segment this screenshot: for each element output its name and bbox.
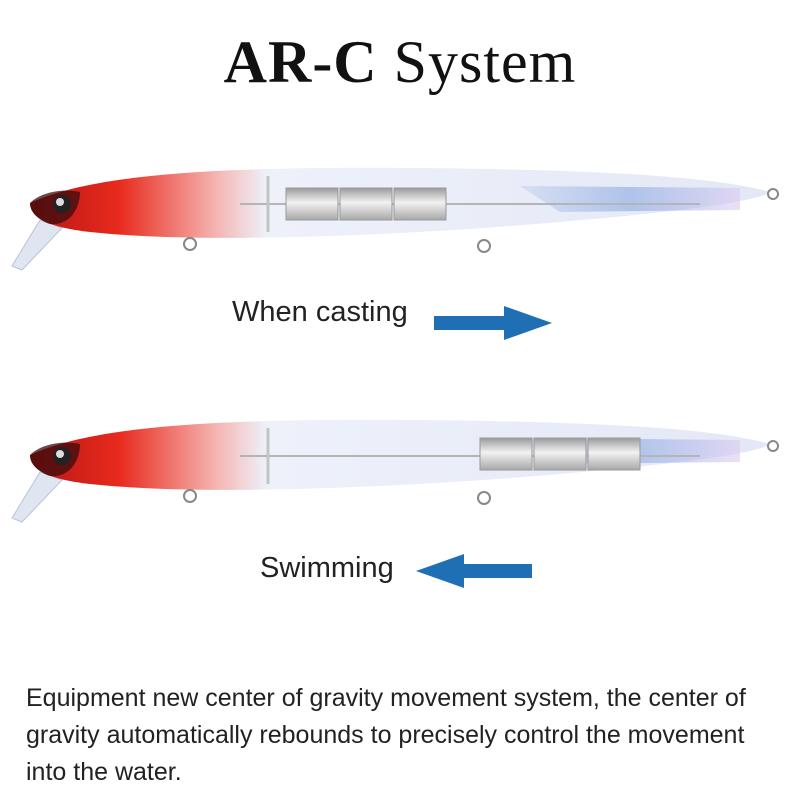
lure-body	[30, 419, 770, 490]
lure-casting-illustration	[0, 148, 800, 278]
belly-eyelet	[477, 239, 491, 253]
description-text: Equipment new center of gravity movement…	[26, 684, 746, 786]
title-light: System	[393, 29, 577, 95]
tail-eyelet	[767, 188, 779, 200]
swimming-caption: Swimming	[260, 552, 394, 584]
weight-ball	[587, 437, 641, 471]
lure-swimming-illustration	[0, 400, 800, 530]
weight-ball	[339, 187, 393, 221]
holographic-foil	[520, 186, 740, 212]
lure-casting-svg	[11, 167, 779, 271]
right-arrow-icon	[434, 306, 554, 347]
tail-eyelet	[767, 440, 779, 452]
belly-eyelet	[183, 237, 197, 251]
belly-eyelet	[477, 491, 491, 505]
lure-swimming-svg	[11, 419, 779, 523]
belly-eyelet	[183, 489, 197, 503]
lure-lip	[11, 219, 63, 271]
weight-ball	[393, 187, 447, 221]
left-arrow-icon	[414, 554, 534, 595]
lure-lip	[11, 471, 63, 523]
weight-ball	[285, 187, 339, 221]
weight-ball	[533, 437, 587, 471]
page-title: AR-C System	[0, 28, 800, 97]
title-bold: AR-C	[223, 29, 378, 95]
casting-caption: When casting	[232, 296, 408, 328]
weight-ball	[479, 437, 533, 471]
